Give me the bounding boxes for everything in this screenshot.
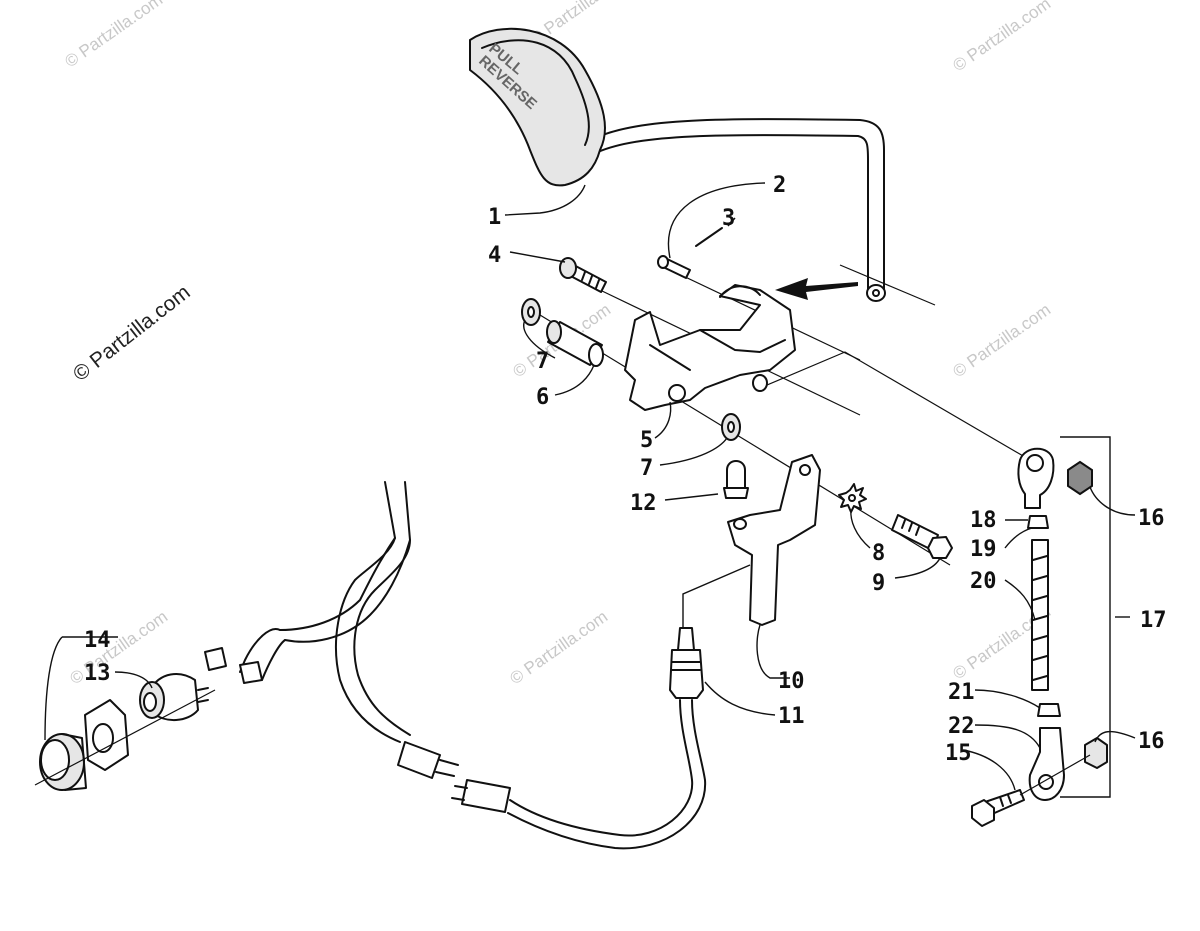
callout-13: 13 (84, 661, 111, 686)
callout-3: 3 (722, 206, 735, 231)
wire-connector-pair (397, 741, 511, 813)
direction-arrow (775, 278, 858, 300)
leader-lines (44, 182, 1136, 791)
callout-7-lower: 7 (640, 456, 653, 481)
linkage-rod-assembly-part-17 (1017, 447, 1065, 801)
watermark-text: © Partzilla.com (949, 0, 1054, 75)
callout-10: 10 (778, 669, 805, 694)
callout-16-upper: 16 (1138, 506, 1165, 531)
callout-12: 12 (630, 491, 657, 516)
callout-22: 22 (948, 714, 975, 739)
watermark-text: © Partzilla.com (506, 607, 611, 688)
hex-nut (84, 699, 129, 771)
bolt-part-9 (891, 514, 953, 559)
callout-14: 14 (84, 628, 111, 653)
plunger-switch-part-11 (507, 627, 707, 850)
bolt-part-15 (971, 754, 1091, 827)
callout-9: 9 (872, 571, 885, 596)
callout-2: 2 (773, 173, 786, 198)
wire-harness (204, 481, 411, 743)
callout-20: 20 (970, 569, 997, 594)
callout-18: 18 (970, 508, 997, 533)
switch-axis-line (34, 689, 216, 786)
callout-8: 8 (872, 541, 885, 566)
washer-part-7-lower (721, 413, 741, 441)
callout-11: 11 (778, 704, 805, 729)
callout-19: 19 (970, 537, 997, 562)
reverse-handle-assembly: PULL REVERSE (469, 27, 886, 302)
callout-17: 17 (1140, 608, 1167, 633)
bushing-part-6 (546, 320, 604, 367)
bolt-part-4 (559, 257, 607, 293)
clevis-pin-and-cotter (657, 227, 723, 279)
callout-16-lower: 16 (1138, 729, 1165, 754)
callout-4: 4 (488, 243, 501, 268)
callout-15: 15 (945, 741, 972, 766)
watermark-text: © Partzilla.com (66, 607, 171, 688)
indicator-bulb-part-12 (723, 460, 749, 499)
switch-bracket-part-10 (727, 454, 821, 626)
assembly-bracket-17 (1060, 436, 1111, 798)
nut-part-16-upper (1067, 460, 1093, 496)
pivot-bracket-part-5 (624, 284, 796, 411)
watermark-text: © Partzilla.com (61, 0, 166, 71)
callout-7-upper: 7 (536, 349, 549, 374)
callout-1: 1 (488, 205, 501, 230)
nut-part-16-lower (1084, 737, 1108, 769)
callout-21: 21 (948, 680, 975, 705)
washer-part-7-upper (521, 298, 541, 326)
callout-numbers: 1 2 3 4 5 6 7 7 8 9 10 11 12 13 14 15 16… (84, 173, 1167, 766)
callout-6: 6 (536, 385, 549, 410)
switch-part-13 (139, 673, 209, 721)
star-washer-part-8 (838, 483, 867, 513)
callout-5: 5 (640, 428, 653, 453)
watermark-text: © Partzilla.com (949, 300, 1054, 381)
main-watermark: © Partzilla.com (69, 281, 195, 386)
